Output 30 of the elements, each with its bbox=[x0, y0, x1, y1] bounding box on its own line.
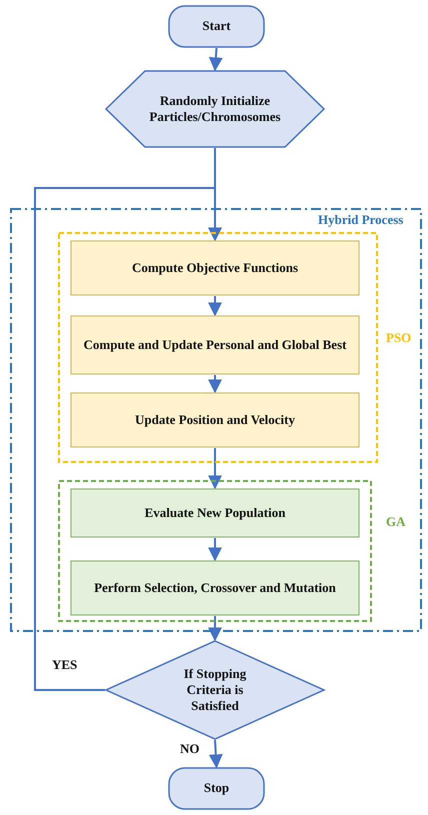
node-label: Evaluate New Population bbox=[144, 504, 286, 522]
arrow bbox=[208, 375, 222, 394]
process-box bbox=[70, 315, 360, 375]
arrow bbox=[208, 448, 222, 490]
group-band bbox=[10, 208, 422, 632]
arrow bbox=[208, 296, 222, 316]
node-label: Stop bbox=[204, 780, 230, 797]
arrow bbox=[208, 616, 222, 642]
node-label: If Stopping Criteria is Satisfied bbox=[182, 666, 248, 714]
arrow bbox=[208, 538, 222, 562]
node-label: Start bbox=[202, 18, 231, 35]
arrow bbox=[208, 740, 223, 768]
decision-diamond bbox=[105, 640, 325, 740]
node-label: Compute Objective Functions bbox=[132, 260, 298, 276]
terminal-box bbox=[168, 5, 265, 48]
terminal-box bbox=[168, 767, 265, 810]
node-label: Update Position and Velocity bbox=[135, 412, 295, 428]
process-box bbox=[70, 240, 360, 296]
group-label: GA bbox=[386, 514, 406, 530]
process-box bbox=[70, 392, 360, 448]
group-label: PSO bbox=[386, 330, 412, 346]
preparation-hexagon bbox=[105, 70, 325, 148]
process-box bbox=[70, 488, 360, 538]
arrow bbox=[208, 48, 223, 72]
group-label: Hybrid Process bbox=[318, 212, 404, 228]
node-label: Perform Selection, Crossover and Mutation bbox=[94, 580, 336, 596]
process-box bbox=[70, 560, 360, 616]
node-label: Randomly Initialize Particles/Chromosomes bbox=[148, 92, 282, 126]
arrow bbox=[34, 187, 222, 691]
node-label: Compute and Update Personal and Global Best bbox=[84, 336, 346, 354]
